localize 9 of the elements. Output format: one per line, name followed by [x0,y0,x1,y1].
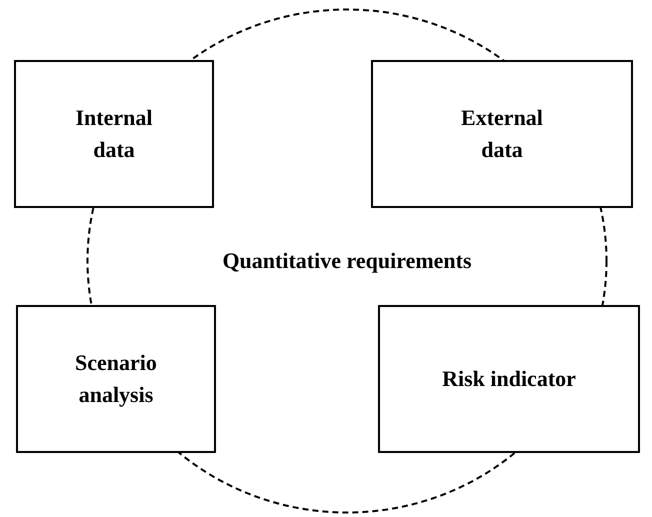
box-label: Internal data [74,104,154,164]
text-box [378,305,640,453]
box-label: Scenario analysis [74,349,158,409]
box-label: External data [460,104,544,164]
text-box [371,60,633,208]
text-box [16,305,216,453]
circle-label: Quantitative requirements [222,247,472,276]
box-label: Risk indicator [442,365,576,394]
text-box [14,60,214,208]
